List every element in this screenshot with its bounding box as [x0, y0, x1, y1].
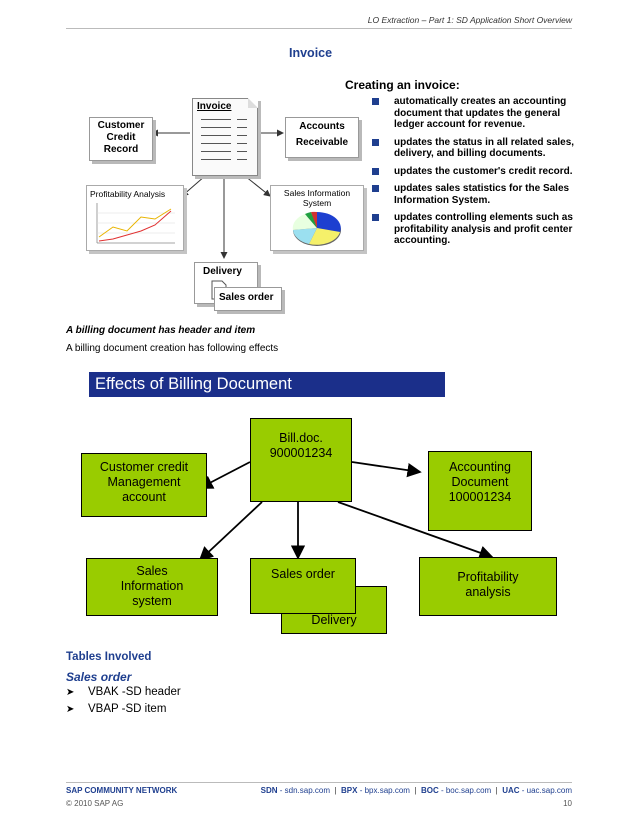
- footer-link-label: BOC: [420, 786, 439, 795]
- effect-item: updates controlling elements such as pro…: [372, 212, 582, 247]
- billing-effects-caption: A billing document creation has followin…: [66, 343, 279, 354]
- arrow-bullet-icon: ➤: [66, 704, 75, 715]
- accounts-receivable-box: Accounts Receivable: [285, 117, 359, 158]
- sales-order-box: Sales order: [250, 558, 356, 614]
- effect-item: updates the status in all related sales,…: [372, 137, 582, 160]
- sales-order-subheading: Sales order: [66, 670, 132, 684]
- footer-link[interactable]: sdn.sap.com: [284, 786, 331, 795]
- credit-record-line-1: Customer: [97, 120, 145, 131]
- sales-order-doc-box: Sales order: [214, 287, 282, 311]
- billing-connectors: [198, 461, 494, 562]
- list-item: ➤VBAK -SD header: [66, 684, 181, 701]
- sis-label-line-1: Sales Information: [283, 188, 351, 198]
- footer-copyright: © 2010 SAP AG: [66, 799, 124, 808]
- effect-item: updates sales statistics for the Sales I…: [372, 183, 582, 206]
- pie-chart-icon: [292, 211, 341, 246]
- invoice-doc-label: Invoice: [197, 101, 232, 112]
- bullet-square-icon: [372, 138, 379, 146]
- footer-link-label: SDN: [260, 786, 278, 795]
- delivery-label: Delivery: [203, 266, 242, 277]
- invoice-document-icon: Invoice: [192, 98, 258, 176]
- bill-doc-label: Bill.doc.: [279, 431, 323, 445]
- list-item: ➤VBAP -SD item: [66, 701, 181, 718]
- arrow-to-sales-information: [198, 501, 263, 562]
- arrow-to-accounting: [351, 461, 422, 478]
- footer-link[interactable]: bpx.sap.com: [364, 786, 410, 795]
- tables-list: ➤VBAK -SD header ➤VBAP -SD item: [66, 684, 181, 718]
- footer-divider: [66, 782, 572, 783]
- footer-link-label: UAC: [502, 786, 520, 795]
- profitability-box: Profitability analysis: [419, 557, 557, 616]
- invoice-figure-title: Invoice: [289, 46, 333, 60]
- billing-header-caption: A billing document has header and item: [66, 325, 256, 336]
- customer-credit-box: Customer credit Management account: [81, 453, 207, 517]
- invoice-connectors: [151, 129, 284, 259]
- bill-doc-box: Bill.doc. 900001234: [250, 418, 352, 502]
- footer-network-name: SAP COMMUNITY NETWORK: [66, 786, 178, 795]
- effect-item: updates the customer's credit record.: [372, 166, 582, 178]
- footer-links: SDN - sdn.sap.com | BPX - bpx.sap.com | …: [260, 786, 572, 795]
- tables-involved-heading: Tables Involved: [66, 651, 152, 663]
- accounts-receivable-line-2: Receivable: [295, 137, 349, 148]
- sales-information-box: Sales Information system: [86, 558, 218, 616]
- bullet-square-icon: [372, 214, 379, 221]
- accounts-receivable-line-1: Accounts: [299, 121, 345, 132]
- credit-record-line-2: Credit: [106, 132, 136, 143]
- customer-credit-record-box: Customer Credit Record: [89, 117, 153, 161]
- arrow-to-profitability: [181, 175, 206, 197]
- invoice-effects-list: automatically creates an accounting docu…: [372, 96, 582, 253]
- sales-information-system-box: Sales Information System: [270, 185, 364, 251]
- bullet-square-icon: [372, 185, 379, 192]
- footer-link[interactable]: boc.sap.com: [445, 786, 492, 795]
- profitability-analysis-label: Profitability Analysis: [90, 189, 166, 199]
- accounting-document-box: Accounting Document 100001234: [428, 451, 532, 531]
- footer-link[interactable]: uac.sap.com: [526, 786, 572, 795]
- bullet-square-icon: [372, 167, 379, 175]
- page-number: 10: [563, 799, 572, 808]
- credit-record-line-3: Record: [103, 144, 139, 155]
- billing-effects-banner: Effects of Billing Document: [89, 372, 445, 397]
- profitability-mini-chart-icon: [96, 203, 175, 244]
- profitability-analysis-box: Profitability Analysis: [86, 185, 184, 251]
- sis-label-line-2: System: [302, 198, 332, 208]
- creating-invoice-heading: Creating an invoice:: [345, 78, 460, 92]
- page-header: LO Extraction – Part 1: SD Application S…: [367, 15, 572, 25]
- footer-link-label: BPX: [341, 786, 358, 795]
- arrow-to-profitability: [337, 501, 494, 560]
- sales-order-label: Sales order: [219, 292, 274, 303]
- bill-doc-number: 900001234: [269, 446, 333, 460]
- bullet-square-icon: [372, 98, 379, 105]
- header-divider: [66, 28, 572, 29]
- effect-item: automatically creates an accounting docu…: [372, 96, 582, 131]
- arrow-bullet-icon: ➤: [66, 687, 75, 698]
- arrow-to-customer-credit: [198, 461, 251, 489]
- arrow-to-sis: [244, 175, 271, 197]
